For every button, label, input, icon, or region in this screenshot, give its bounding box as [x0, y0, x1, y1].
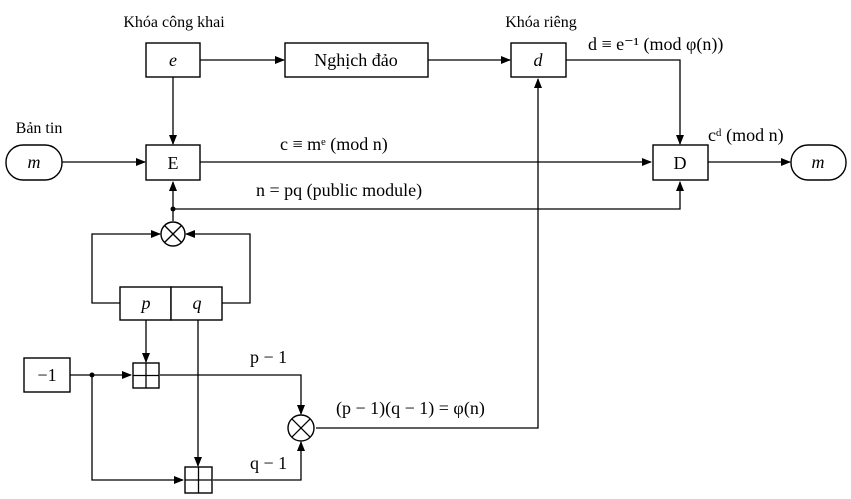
edge-q-to-mult — [185, 230, 251, 304]
cipher-formula: c ≡ mᵉ (mod n) — [280, 134, 388, 155]
d-definition: d ≡ e⁻¹ (mod φ(n)) — [588, 34, 723, 55]
modulus-formula: n = pq (public module) — [256, 180, 422, 201]
public-key-label: Khóa công khai — [123, 14, 225, 31]
box-D-label: D — [674, 153, 687, 173]
edge-adder-to-mult2 — [160, 374, 305, 415]
connectors — [62, 56, 791, 484]
box-inverse: Nghịch đảo — [284, 42, 429, 78]
box-m-out: m — [790, 144, 847, 181]
multiply-icon — [160, 221, 186, 247]
edge-n-to-D — [173, 181, 684, 210]
box-p: p — [119, 286, 172, 321]
junction-n — [170, 206, 176, 212]
box-E: E — [145, 144, 201, 181]
edge-d-to-D — [566, 59, 684, 145]
box-q-label: q — [193, 293, 202, 313]
adder-q-icon — [184, 466, 213, 494]
m-in-label: m — [28, 152, 41, 172]
phi-formula: (p − 1)(q − 1) = φ(n) — [336, 398, 485, 419]
box-q: q — [170, 286, 223, 321]
box-e-label: e — [169, 50, 177, 70]
m-out-label: m — [812, 152, 825, 172]
adder-p-icon — [132, 362, 160, 389]
minus-one-label: −1 — [37, 365, 56, 385]
edge-minus1-to-adder2 — [91, 375, 184, 484]
box-m-in: m — [5, 144, 63, 181]
message-label: Bản tin — [16, 120, 63, 137]
multiply-phi-icon — [287, 414, 315, 442]
edge-adder2-to-mult2 — [213, 441, 305, 481]
p-minus-one-label: p − 1 — [250, 347, 287, 367]
decrypt-formula: cᵈ (mod n) — [708, 125, 784, 146]
box-D: D — [652, 144, 709, 181]
edge-p-to-mult — [91, 230, 161, 304]
q-minus-one-label: q − 1 — [250, 453, 287, 473]
private-key-label: Khóa riêng — [505, 14, 577, 31]
box-e: e — [145, 42, 201, 78]
edge-phi-to-d — [316, 78, 542, 429]
box-p-label: p — [140, 293, 151, 313]
box-minus-one: −1 — [23, 357, 71, 393]
box-d: d — [510, 42, 567, 78]
junction-minus1 — [89, 372, 95, 378]
box-E-label: E — [168, 153, 179, 173]
inverse-label: Nghịch đảo — [314, 50, 397, 70]
box-d-label: d — [534, 50, 544, 70]
